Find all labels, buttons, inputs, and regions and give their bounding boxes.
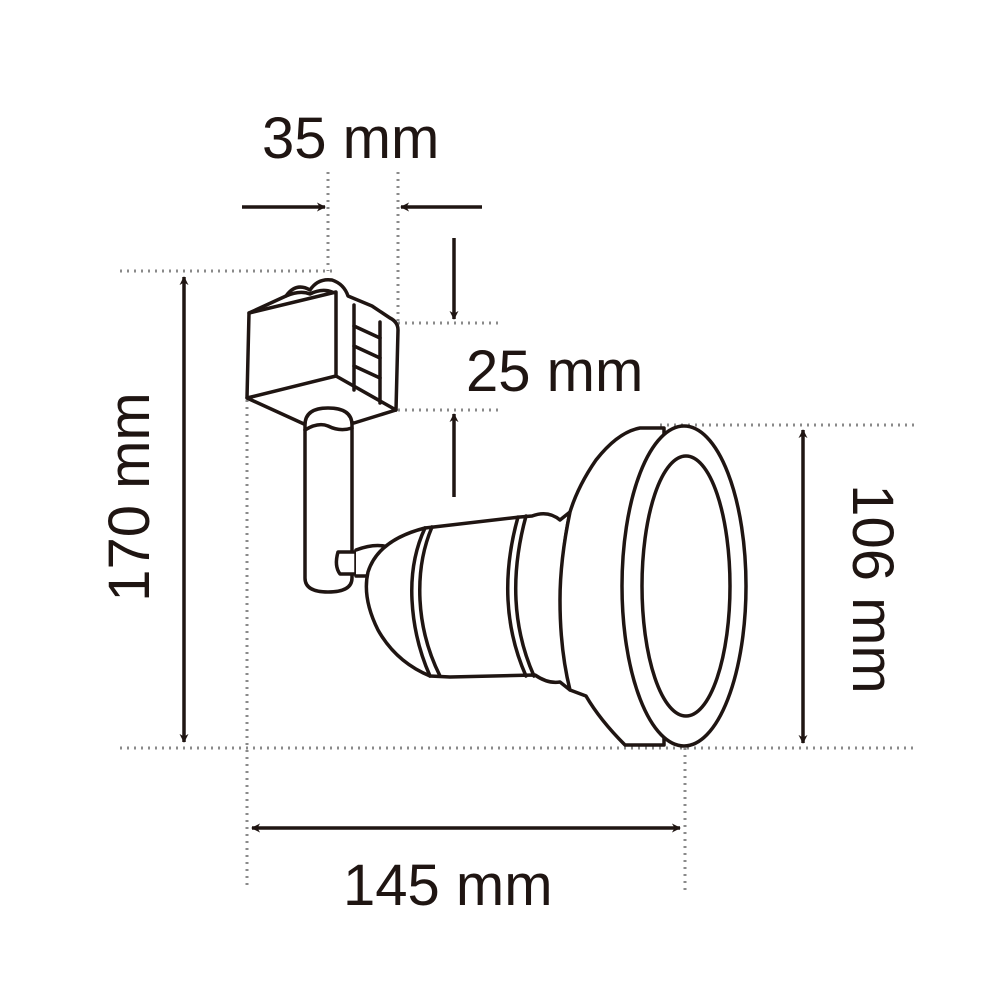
dimension-label-106mm: 106 mm — [840, 484, 905, 694]
lamp-body — [364, 510, 572, 692]
dimension-label-170mm: 170 mm — [97, 392, 162, 602]
dimension-label-35mm: 35 mm — [262, 106, 440, 171]
dimension-label-145mm: 145 mm — [343, 853, 553, 918]
dimension-label-25mm: 25 mm — [466, 339, 644, 404]
spotlight-fixture — [245, 277, 748, 748]
track-adapter — [245, 277, 400, 426]
guide-lines — [120, 172, 915, 890]
dimension-arrows — [179, 202, 808, 833]
front-ring — [620, 424, 748, 748]
